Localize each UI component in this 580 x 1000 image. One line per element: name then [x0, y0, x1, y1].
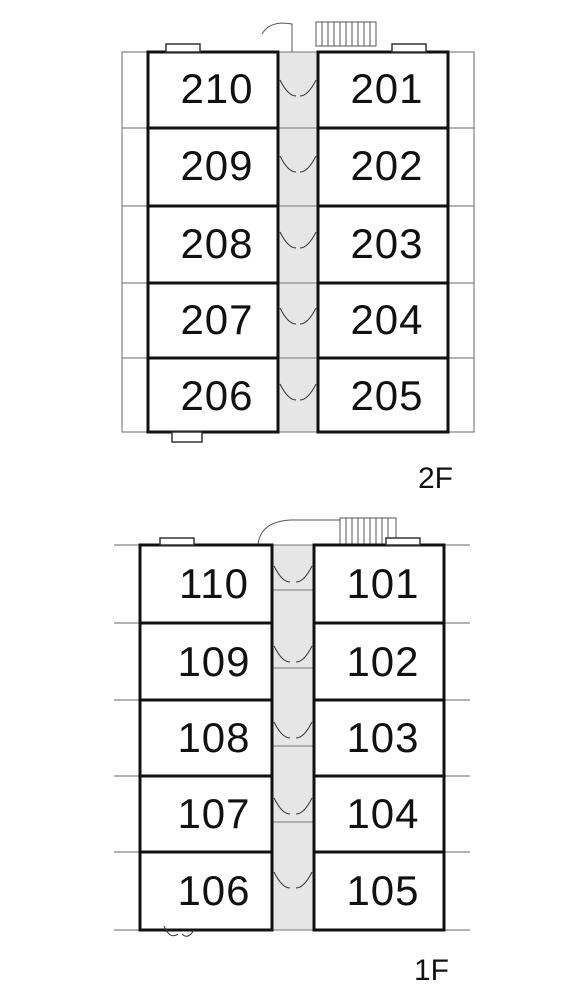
floor-2f: 210 209 208 207 206 201 202 203 204 205 …: [121, 21, 475, 495]
room-107-label: 107: [177, 790, 250, 837]
room-204-label: 204: [350, 296, 423, 343]
doors-2f: [279, 79, 317, 401]
room-104-label: 104: [346, 790, 419, 837]
floor-label-1f: 1F: [414, 954, 449, 987]
room-109-label: 109: [177, 638, 250, 685]
room-105-label: 105: [346, 867, 419, 914]
corridor-1f: [271, 544, 315, 931]
room-210-label: 210: [180, 65, 253, 112]
floor-label-2f: 2F: [418, 462, 453, 495]
corridor-2f: [277, 51, 319, 433]
doors-1f: [163, 565, 313, 937]
corridor-dividers-2f: [278, 127, 318, 359]
room-201-label: 201: [350, 65, 423, 112]
fixtures-2f: [165, 43, 427, 443]
corridor-dividers-1f: [272, 589, 314, 823]
room-101-label: 101: [346, 560, 419, 607]
exterior-lines-1f: [114, 544, 470, 931]
room-202-label: 202: [350, 142, 423, 189]
floor-1f: 110 109 108 107 106 101 102 103 104 105 …: [114, 517, 470, 987]
room-walls-2f: [146, 50, 450, 434]
room-102-label: 102: [346, 638, 419, 685]
room-dividers-2f: [148, 126, 448, 360]
room-108-label: 108: [177, 714, 250, 761]
room-207-label: 207: [180, 296, 253, 343]
room-205-label: 205: [350, 372, 423, 419]
room-dividers-1f: [140, 621, 444, 854]
room-203-label: 203: [350, 220, 423, 267]
stairs-2f: [261, 21, 377, 52]
room-209-label: 209: [180, 142, 253, 189]
room-206-label: 206: [180, 372, 253, 419]
fixtures-1f: [159, 537, 421, 546]
room-106-label: 106: [177, 867, 250, 914]
room-walls-1f: [138, 543, 446, 932]
room-103-label: 103: [346, 714, 419, 761]
stairs-1f: [257, 517, 397, 547]
room-208-label: 208: [180, 220, 253, 267]
room-110-label: 110: [179, 560, 249, 607]
